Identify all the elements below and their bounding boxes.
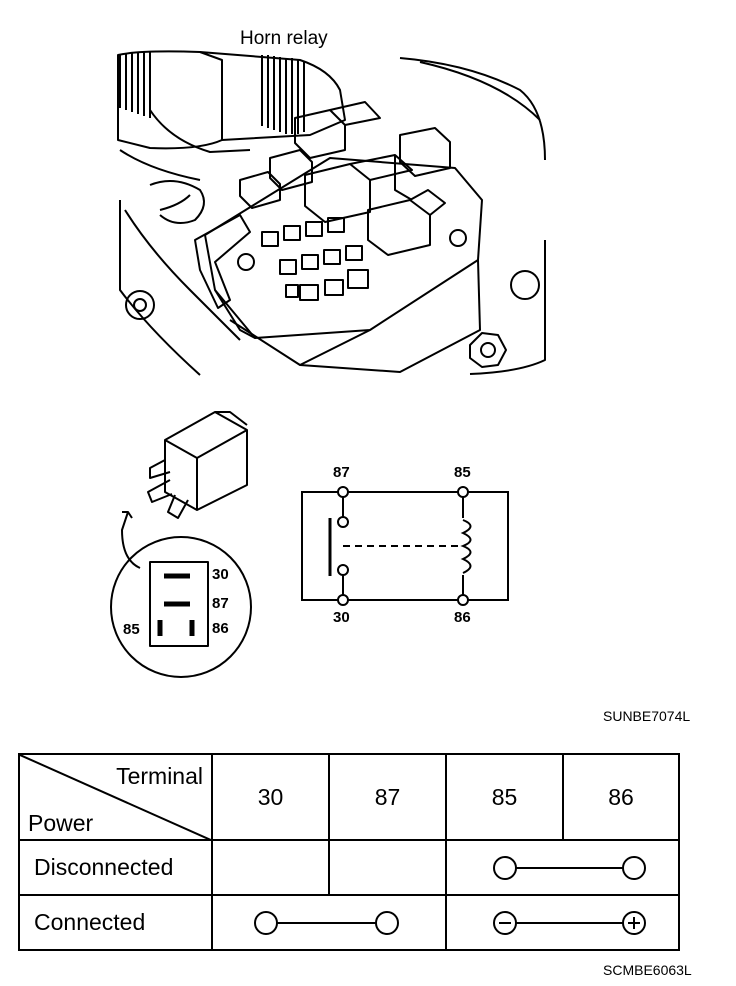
column-header-30: 30 [211, 753, 330, 841]
continuity-cell [445, 839, 680, 896]
cell [328, 839, 447, 896]
schematic-label-86: 86 [454, 609, 471, 626]
pin-label-85: 85 [123, 621, 140, 638]
figure-code-top: SUNBE7074L [603, 708, 691, 724]
row-label-disconnected: Disconnected [18, 839, 213, 896]
pin-label-30: 30 [212, 566, 229, 583]
header-terminal: Terminal [116, 763, 203, 789]
continuity-table: Terminal Power 30 87 85 86 Disconnected … [18, 753, 680, 951]
relay-body [164, 411, 248, 511]
pin-label-87: 87 [212, 595, 229, 612]
schematic-label-85: 85 [454, 464, 471, 481]
column-header-86: 86 [562, 753, 680, 841]
relay-diagram [110, 411, 509, 678]
cell [211, 839, 330, 896]
figure-code-bottom: SCMBE6063L [603, 962, 692, 978]
schematic-label-87: 87 [333, 464, 350, 481]
horn-relay-label: Horn relay [240, 28, 328, 49]
table-row: Disconnected [18, 839, 680, 896]
continuity-cell [211, 894, 447, 951]
header-power: Power [28, 810, 94, 836]
relay-schematic [301, 491, 509, 601]
table-header-row: Terminal Power 30 87 85 86 [18, 753, 680, 841]
continuity-terminal-87 [375, 911, 399, 935]
continuity-terminal-86 [622, 856, 646, 880]
row-label-connected: Connected [18, 894, 213, 951]
continuity-terminal-30 [254, 911, 278, 935]
continuity-cell [445, 894, 680, 951]
column-header-85: 85 [445, 753, 564, 841]
continuity-terminal-85 [493, 856, 517, 880]
diagonal-header-cell: Terminal Power [18, 753, 213, 841]
engine-bay-illustration [117, 50, 546, 376]
table-row: Connected [18, 894, 680, 951]
column-header-87: 87 [328, 753, 447, 841]
schematic-label-30: 30 [333, 609, 350, 626]
pin-label-86: 86 [212, 620, 229, 637]
relay-pin-view [110, 536, 252, 678]
